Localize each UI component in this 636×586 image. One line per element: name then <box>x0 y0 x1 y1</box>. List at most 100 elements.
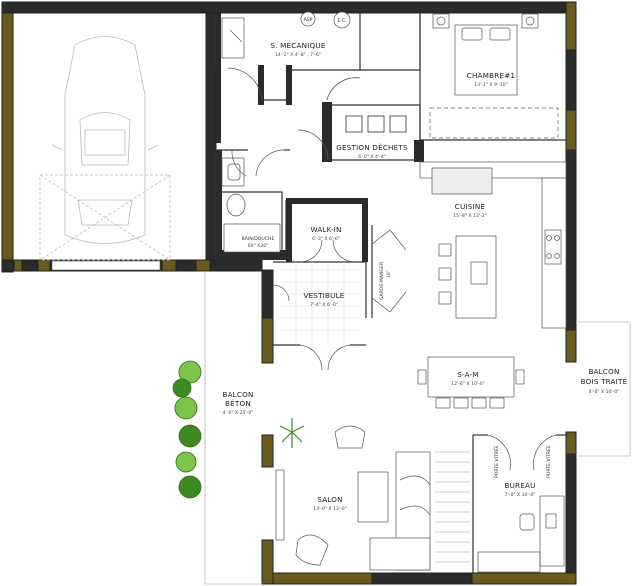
stair-treads <box>435 451 470 563</box>
label-pantry: GARDE-MANGER <box>379 261 385 300</box>
garage-left-wall <box>1 1 14 273</box>
stove <box>544 229 562 265</box>
exterior-walls <box>1 1 577 585</box>
garage-right-wall <box>205 12 217 261</box>
dim-mechanical: 14'-2" X 4'-8" , 7'-6" <box>275 52 321 58</box>
chair-1 <box>435 397 451 409</box>
living-left-wall-lower <box>261 539 274 585</box>
label-living: SALON <box>317 495 342 504</box>
dim-kitchen: 15'-8" X 13'-2" <box>453 213 487 219</box>
post-3 <box>161 259 177 272</box>
car-body <box>64 36 146 244</box>
tree-5 <box>178 475 202 499</box>
walkin-doors <box>299 239 356 263</box>
monitor <box>545 513 557 529</box>
right-wall-balcony-bottom <box>565 431 577 455</box>
plant <box>279 418 305 448</box>
living-left-wall-mid <box>261 434 274 468</box>
bath-door-swing-2 <box>231 149 247 177</box>
mech-fixtures <box>221 11 351 101</box>
plant-leaves <box>279 418 305 448</box>
office-doors <box>487 434 557 471</box>
chair-3 <box>471 397 487 409</box>
vestibule-doors <box>299 344 351 371</box>
pillow-2 <box>489 27 511 41</box>
bath-thick-left <box>216 150 222 262</box>
post-4 <box>195 259 211 272</box>
office-chair <box>519 513 535 531</box>
vestibule-tiles <box>280 262 360 345</box>
tree-1 <box>178 360 202 384</box>
tree-4 <box>175 451 197 473</box>
walkin-thick-top <box>286 198 368 204</box>
balcony-wood-outline <box>576 321 631 457</box>
bin-1 <box>345 115 363 133</box>
balconies <box>204 271 631 585</box>
waste-thick-right <box>414 140 424 162</box>
burner-1 <box>546 235 552 241</box>
waste-bins <box>297 77 407 161</box>
label-bath: BAIN/DOUCHE <box>242 236 275 242</box>
throw-blanket <box>399 475 431 516</box>
bottom-wall-mid <box>371 572 473 585</box>
living <box>275 425 431 571</box>
room-labels: S. MÉCANIQUE 14'-2" X 4'-8" , 7'-6" CHAM… <box>222 41 627 512</box>
car-windshield <box>79 112 131 166</box>
mech-door-swing-2 <box>326 77 361 101</box>
island-sink <box>470 261 488 285</box>
bath-thick-bottom <box>216 250 286 260</box>
armchair-bottom <box>295 534 329 566</box>
label-balcony-concrete-2: BÉTON <box>225 399 251 408</box>
media-console <box>275 469 285 541</box>
chair-end-2 <box>515 369 525 385</box>
car <box>39 36 171 261</box>
dim-dining: 12'-6" X 10'-0" <box>451 381 485 387</box>
living-left-wall-top <box>261 269 274 319</box>
chair-2 <box>453 397 469 409</box>
label-glass-door-2: PORTE VITRÉE <box>544 445 552 478</box>
mech-right <box>360 13 421 71</box>
dim-balcony-wood: 4'-0" X 10'-0" <box>589 389 620 395</box>
car-mirrors <box>51 144 159 151</box>
mech-thick-2 <box>258 65 264 105</box>
bath-door-swing <box>255 149 285 177</box>
armchair-top <box>334 425 366 449</box>
trees <box>172 360 202 499</box>
label-mechanical: S. MÉCANIQUE <box>270 41 325 50</box>
label-glass-door-1: PORTE VITRÉE <box>492 445 500 478</box>
walkin-thick-right <box>362 198 368 262</box>
mech-thick-3 <box>286 65 292 105</box>
label-balcony-wood-2: BOIS TRAITÉ <box>581 377 628 386</box>
pillow-1 <box>461 27 483 41</box>
post-2 <box>37 259 51 272</box>
garage-door-swing <box>39 174 171 261</box>
asp-label: ASP <box>304 17 313 23</box>
mech-shelf <box>221 17 245 59</box>
bottom-wall-right <box>471 572 577 585</box>
car-rear-window <box>77 199 133 226</box>
mech-line <box>229 29 243 43</box>
right-wall-upper <box>565 1 577 51</box>
bin-2 <box>367 115 385 133</box>
right-wall-mid <box>565 109 577 151</box>
dining-table <box>427 356 515 398</box>
tree-1b <box>172 378 192 398</box>
pantry-doors <box>272 229 407 371</box>
vestibule-door-side <box>272 284 290 302</box>
label-kitchen: CUISINE <box>455 202 486 211</box>
waste-door-swing <box>297 129 329 161</box>
label-balcony-concrete-1: BALCON <box>222 390 253 399</box>
post-1 <box>13 259 23 272</box>
ec-tank <box>333 11 351 29</box>
dining <box>417 356 525 409</box>
bedroom-furniture <box>429 13 559 139</box>
bath-divider <box>216 191 283 260</box>
fridge <box>431 167 493 195</box>
mech-thick-left <box>216 13 221 143</box>
waste-thick-left <box>322 102 332 162</box>
burner-2 <box>554 235 560 241</box>
pantry-bifold-2 <box>371 229 391 313</box>
sofa-chaise <box>369 537 431 571</box>
car-roof <box>84 129 126 156</box>
